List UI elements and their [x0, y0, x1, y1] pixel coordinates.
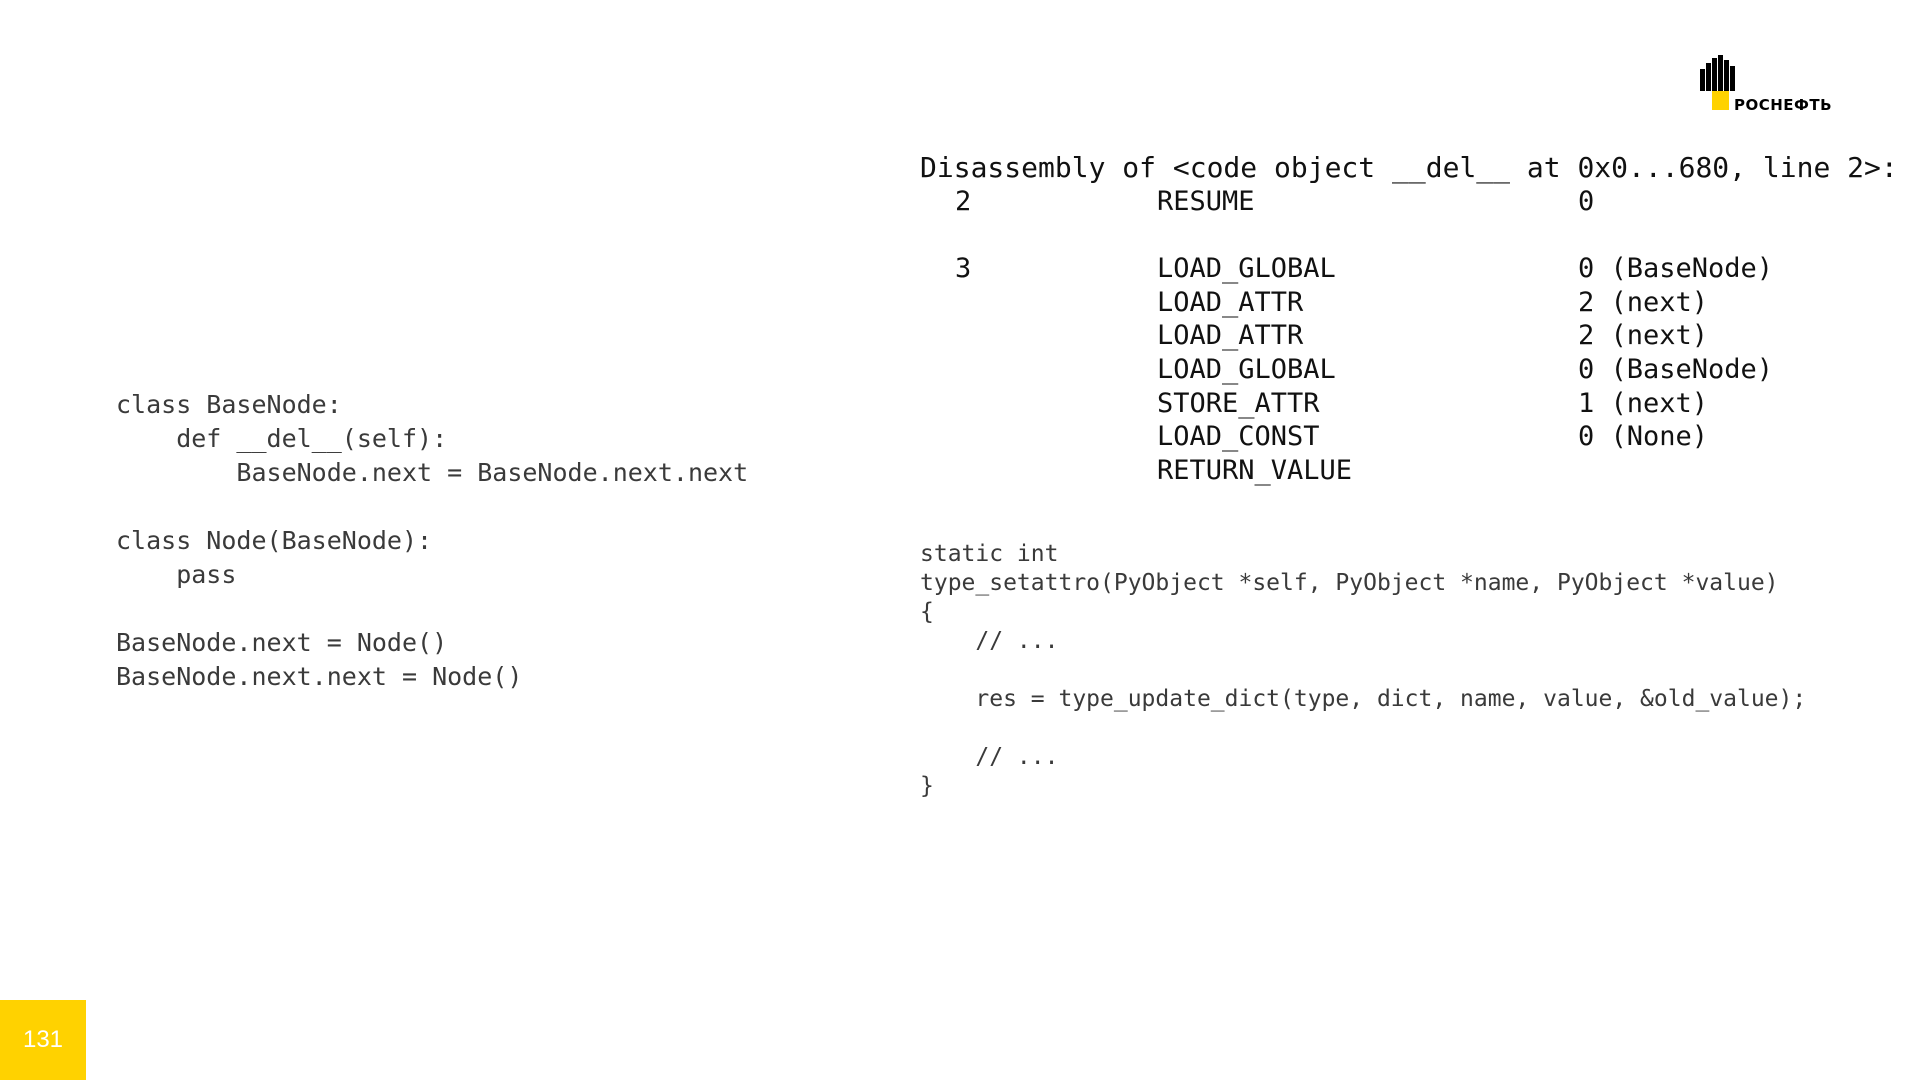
python-code-block: class BaseNode: def __del__(self): BaseN… — [116, 390, 749, 691]
disasm-opcode: LOAD_GLOBAL — [1157, 354, 1336, 385]
disasm-argument: 0 (None) — [1578, 421, 1709, 452]
disasm-argument: 2 (next) — [1578, 320, 1709, 351]
disasm-opcode: LOAD_ATTR — [1157, 287, 1304, 318]
disasm-argument: 2 (next) — [1578, 287, 1709, 318]
rosneft-logo: РОСНЕФТЬ — [1700, 55, 1870, 117]
disasm-opcode: LOAD_GLOBAL — [1157, 253, 1336, 284]
disasm-argument: 0 (BaseNode) — [1578, 253, 1774, 284]
rosneft-logo-icon — [1700, 55, 1735, 110]
disasm-opcode: LOAD_CONST — [1157, 421, 1320, 452]
disassembly-header: Disassembly of <code object __del__ at 0… — [920, 151, 1898, 184]
disasm-argument: 1 (next) — [1578, 388, 1709, 419]
disasm-line-number: 3 — [955, 253, 972, 284]
disasm-line-number: 2 — [955, 186, 972, 217]
disasm-opcode: STORE_ATTR — [1157, 388, 1320, 419]
logo-wordmark: РОСНЕФТЬ — [1734, 96, 1833, 114]
disasm-opcode: LOAD_ATTR — [1157, 320, 1304, 351]
disasm-opcode: RESUME — [1157, 186, 1255, 217]
disasm-argument: 0 — [1578, 186, 1595, 217]
disasm-opcode: RETURN_VALUE — [1157, 455, 1353, 486]
c-code-block: static int type_setattro(PyObject *self,… — [920, 541, 1807, 799]
page-number-badge: 131 — [0, 1000, 86, 1080]
disasm-argument: 0 (BaseNode) — [1578, 354, 1774, 385]
